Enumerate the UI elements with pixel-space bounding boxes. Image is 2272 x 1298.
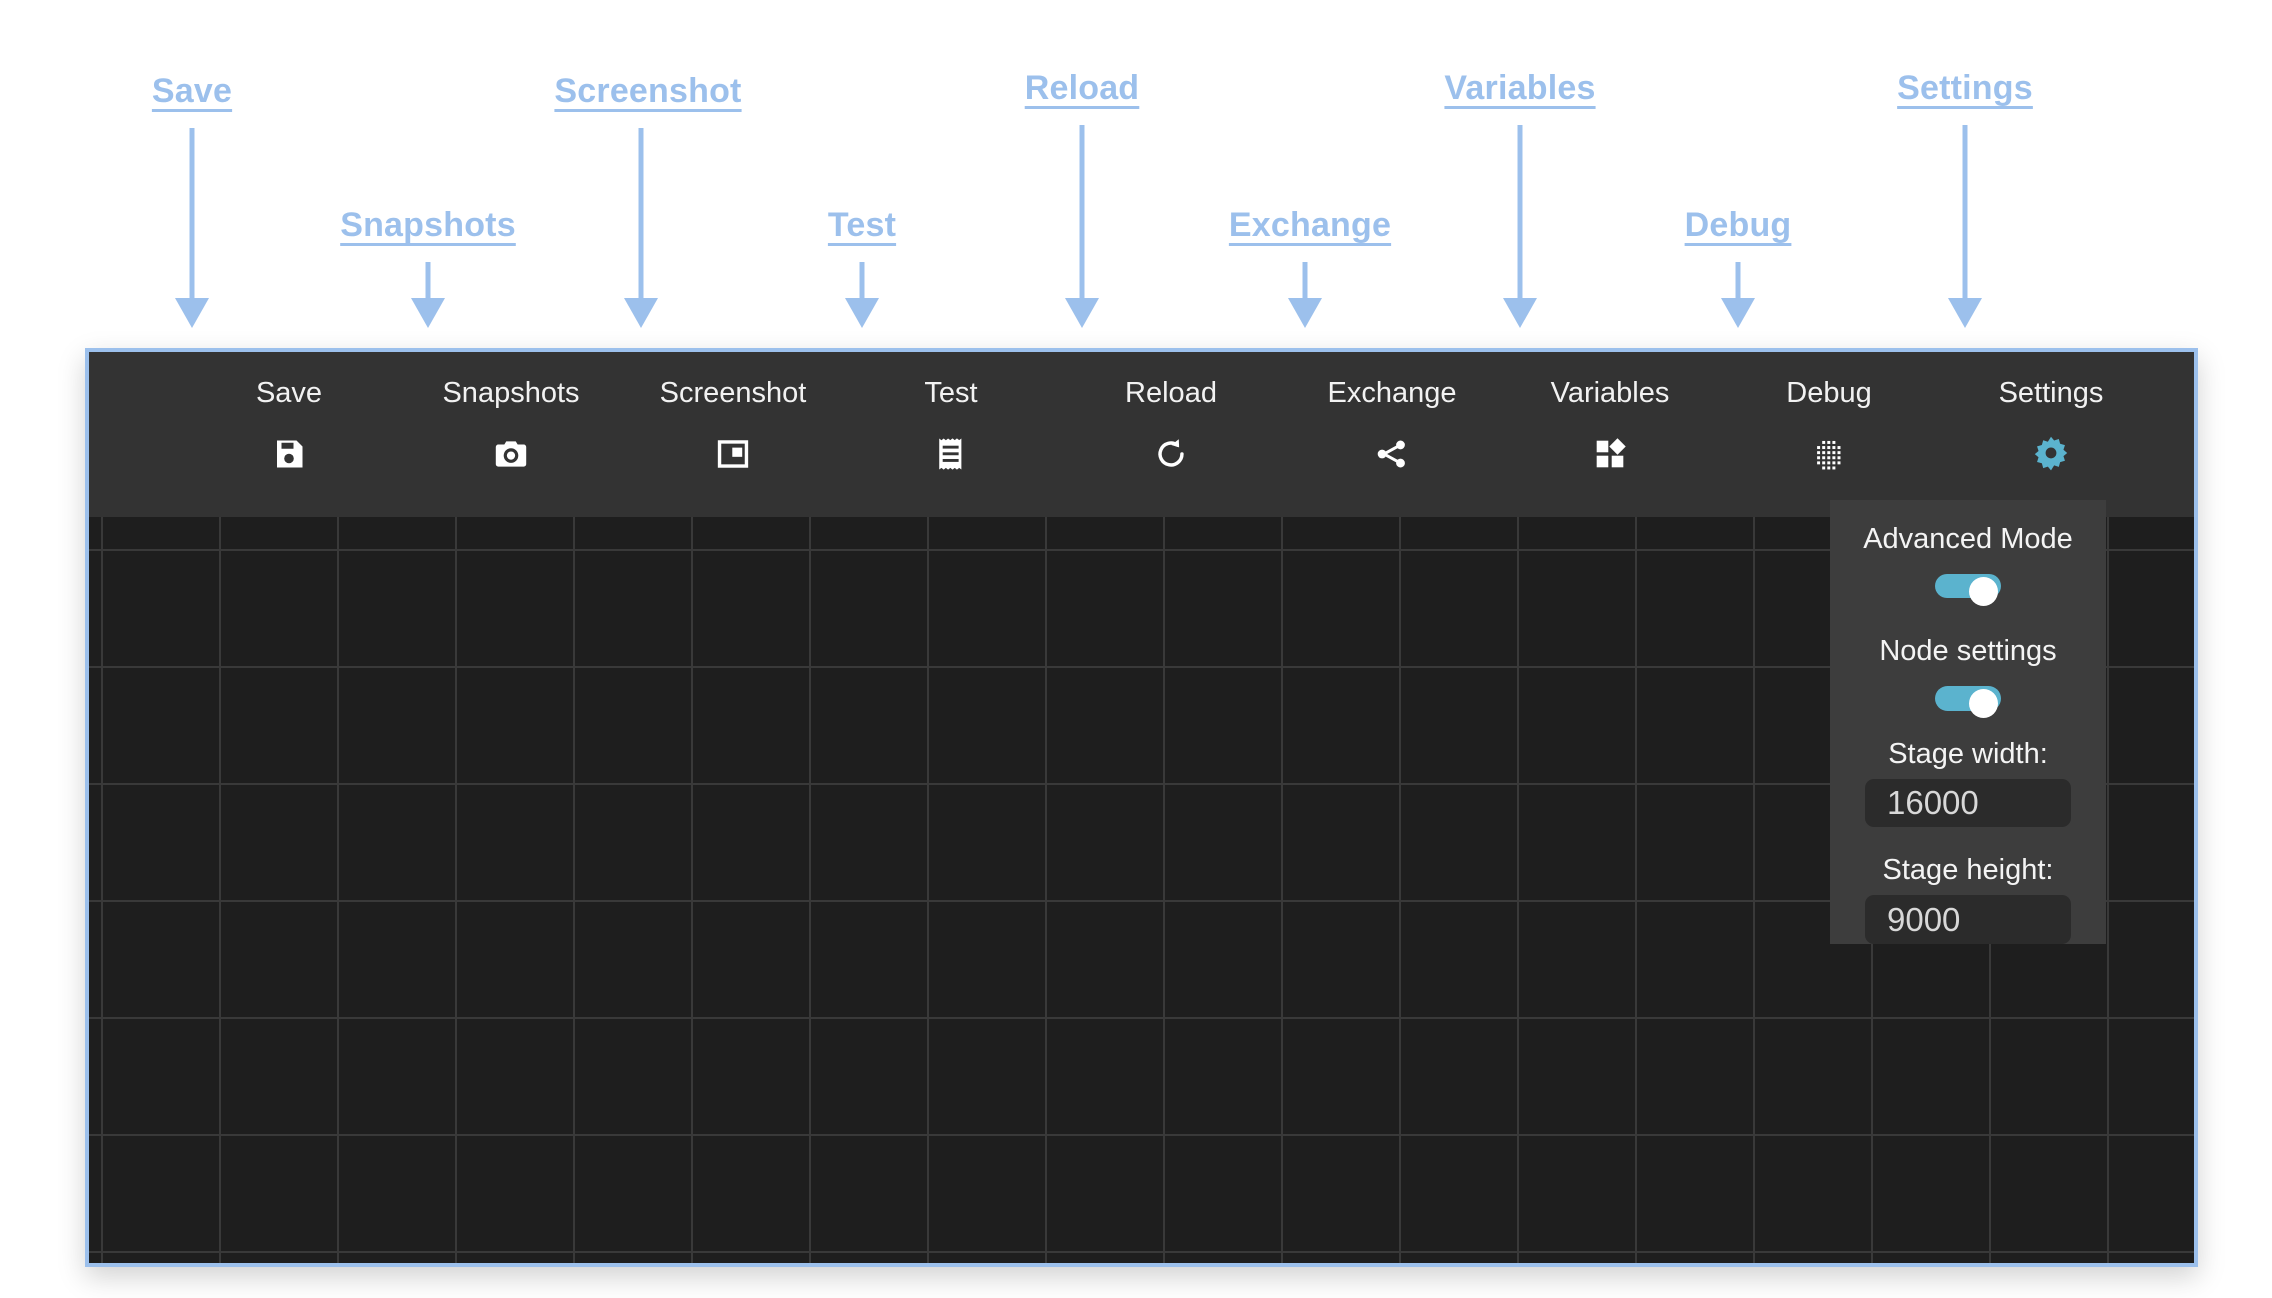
arrow-shaft [859,262,865,300]
toolbar-button-test[interactable]: Test [856,352,1046,474]
annotation-label-snapshots: Snapshots [340,206,516,244]
toolbar-button-label: Test [924,377,978,409]
arrow-shaft [1079,125,1085,300]
annotation-arrow-debug [1720,262,1756,328]
annotation-label-variables: Variables [1444,69,1596,107]
annotation-label-settings: Settings [1897,69,2033,107]
stage-width-input[interactable] [1865,778,2071,828]
toggle-knob [1969,689,1998,719]
toolbar-button-label: Debug [1786,377,1872,409]
arrow-head [1948,298,1982,328]
annotation-label-debug: Debug [1684,206,1792,244]
arrow-head [1721,298,1755,328]
toolbar-button-debug[interactable]: Debug [1734,352,1924,474]
camera-icon[interactable] [491,434,531,474]
annotation-arrow-save [174,128,210,328]
annotation-label-reload: Reload [1024,69,1140,107]
toolbar-button-label: Reload [1125,377,1217,409]
annotation-label-exchange: Exchange [1228,206,1392,244]
annotation-arrow-test [844,262,880,328]
refresh-icon[interactable] [1151,434,1191,474]
annotation-arrow-reload [1064,125,1100,328]
arrow-shaft [638,128,644,300]
arrow-shaft [1302,262,1308,300]
gear-icon[interactable] [2031,434,2071,474]
annotation-label-test: Test [827,206,897,244]
toolbar-button-save[interactable]: Save [194,352,384,474]
annotation-arrow-screenshot [623,128,659,328]
annotation-arrow-snapshots [410,262,446,328]
arrow-head [411,298,445,328]
annotation-label-screenshot: Screenshot [554,72,742,110]
arrow-head [175,298,209,328]
toolbar-button-variables[interactable]: Variables [1515,352,1705,474]
settings-panel: Advanced Mode Node settings Stage width:… [1830,500,2106,944]
toolbar-button-label: Snapshots [442,377,580,409]
toolbar-button-reload[interactable]: Reload [1076,352,1266,474]
annotation-label-save: Save [151,72,233,110]
toolbar-button-settings[interactable]: Settings [1956,352,2146,474]
toolbar-button-screenshot[interactable]: Screenshot [638,352,828,474]
share-nodes-icon[interactable] [1372,434,1412,474]
stage-width-label: Stage width: [1888,737,2048,770]
toolbar-button-label: Save [255,377,323,409]
annotation-arrow-variables [1502,125,1538,328]
arrow-shaft [425,262,431,300]
stage-height-label: Stage height: [1882,854,2054,887]
advanced-mode-label: Advanced Mode [1863,523,2073,555]
annotation-arrow-exchange [1287,262,1323,328]
dot-grid-icon[interactable] [1809,434,1849,474]
node-settings-toggle[interactable] [1935,686,2001,719]
arrow-head [1065,298,1099,328]
node-settings-label: Node settings [1879,635,2057,668]
toolbar-button-label: Settings [1998,377,2104,409]
annotation-arrow-settings [1947,125,1983,328]
arrow-head [624,298,658,328]
arrow-shaft [1735,262,1741,300]
blocks-icon[interactable] [1590,434,1630,474]
toolbar-button-label: Exchange [1327,377,1457,409]
window-frame-icon[interactable] [713,434,753,474]
app-window: Save Snapshots Screenshot Test Reload Exchang… [85,348,2198,1267]
arrow-head [845,298,879,328]
floppy-disk-icon[interactable] [269,434,309,474]
toolbar-button-exchange[interactable]: Exchange [1297,352,1487,474]
toolbar-button-snapshots[interactable]: Snapshots [416,352,606,474]
arrow-head [1503,298,1537,328]
arrow-shaft [189,128,195,300]
advanced-mode-toggle[interactable] [1935,574,2001,606]
arrow-head [1288,298,1322,328]
arrow-shaft [1962,125,1968,300]
arrow-shaft [1517,125,1523,300]
toggle-knob [1969,577,1998,606]
receipt-icon[interactable] [931,434,971,474]
stage-height-input[interactable] [1865,895,2071,944]
toolbar-button-label: Screenshot [659,377,807,409]
top-toolbar: Save Snapshots Screenshot Test Reload Exchang… [89,352,2194,517]
toolbar-button-label: Variables [1550,377,1670,409]
